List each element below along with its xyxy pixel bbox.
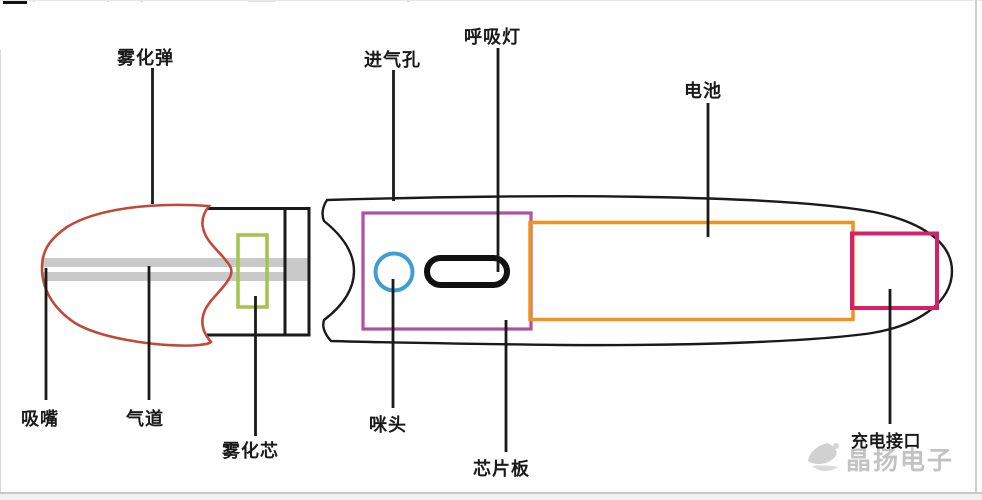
label-air-intake-hole: 进气孔 [364,50,421,70]
air-channel-connector-block [286,258,308,281]
frame-bottom-gutter [0,494,982,500]
atomizer-core-rect [236,233,269,309]
label-air-channel: 气道 [126,409,164,429]
charging-port-rect [850,231,939,310]
label-mouthpiece: 吸嘴 [21,409,59,429]
label-chip-board: 芯片板 [473,459,530,479]
breathing-light-window [424,255,510,288]
watermark-logo-base [812,465,838,472]
label-battery: 电池 [684,81,722,101]
pod-shell-rect [207,207,311,337]
label-atomizer-core: 雾化芯 [222,441,279,461]
label-atomizer-pod: 雾化弹 [117,48,174,68]
frame-bottom-border [0,492,982,494]
watermark-logo-dot [833,443,839,449]
frame-top-border [0,0,982,1]
label-charging-port: 充电接口 [851,432,921,451]
watermark-brand-text: 晶扬电子 [846,447,955,475]
top-crop-mark [3,0,27,4]
pod-outline [40,203,233,347]
top-edge-tick-4 [407,0,410,2]
label-breathing-light: 呼吸灯 [464,27,521,47]
watermark-logo-wing [808,443,837,465]
label-mic-sensor: 咪头 [369,415,407,435]
air-channel-upper-bar [42,258,309,267]
frame-right-border [975,0,977,500]
top-edge-smudge [248,0,276,2]
top-edge-tick-1 [33,0,35,2]
device-body-outline [321,194,954,347]
top-edge-tick-3 [140,0,143,2]
battery-rect [528,220,855,322]
air-channel-lower-bar [42,272,309,281]
watermark-logo [808,443,839,472]
top-edge-tick-2 [107,0,109,2]
frame-left-border [0,50,1,500]
